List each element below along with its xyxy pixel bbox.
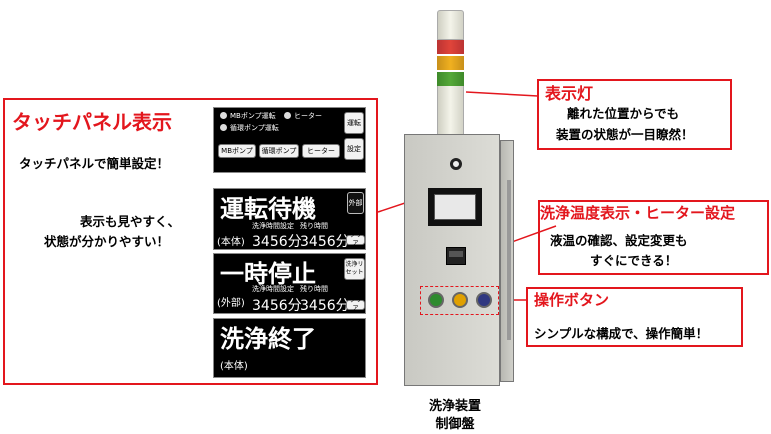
status-complete-tag: (本体) bbox=[220, 361, 248, 372]
value-remaining-time-2: 3456分 bbox=[300, 298, 350, 314]
radio-circ-pump bbox=[220, 124, 227, 131]
operation-buttons-frame bbox=[420, 286, 499, 315]
screen-paused: 一時停止 (外部) 洗浄時間設定 残り時間 3456分 3456分 洗浄リセット… bbox=[213, 253, 366, 314]
indicator-title: 表示灯 bbox=[545, 84, 594, 103]
external-button[interactable]: 外部 bbox=[347, 192, 364, 214]
signal-tower-top bbox=[437, 10, 464, 40]
value-cleaning-time-set-2: 3456分 bbox=[252, 298, 302, 314]
radio-heater bbox=[284, 112, 291, 119]
cabinet-touch-panel bbox=[428, 188, 482, 226]
temperature-line1: 液温の確認、設定変更も bbox=[550, 233, 688, 248]
signal-lamp-red bbox=[437, 40, 464, 54]
cabinet-hinge bbox=[507, 180, 511, 340]
indicator-line2: 装置の状態が一目瞭然！ bbox=[556, 127, 694, 142]
indicator-line1: 離れた位置からでも bbox=[567, 106, 680, 121]
touch-panel-desc2-line2: 状態が分かりやすい！ bbox=[44, 234, 170, 249]
status-standby: 運転待機 bbox=[220, 195, 316, 223]
signal-tower-pole bbox=[437, 86, 464, 134]
status-complete: 洗浄終了 bbox=[220, 325, 316, 353]
label-remaining-time-2: 残り時間 bbox=[300, 285, 328, 293]
value-remaining-time: 3456分 bbox=[300, 234, 350, 250]
operation-title: 操作ボタン bbox=[534, 291, 610, 309]
status-paused: 一時停止 bbox=[220, 260, 316, 288]
status-paused-tag: (外部) bbox=[217, 298, 245, 309]
operation-callout bbox=[526, 287, 743, 347]
temperature-controller bbox=[446, 247, 466, 265]
signal-lamp-green bbox=[437, 72, 464, 86]
heater-button[interactable]: ヒーター bbox=[302, 144, 340, 158]
clear-button-2[interactable]: クリア bbox=[346, 297, 365, 312]
operation-line1: シンプルな構成で、操作簡単！ bbox=[534, 326, 709, 341]
clear-button[interactable]: クリア bbox=[346, 232, 365, 247]
temperature-title: 洗浄温度表示・ヒーター設定 bbox=[540, 204, 736, 222]
label-cleaning-time-set-2: 洗浄時間設定 bbox=[252, 285, 294, 293]
indicator-connector bbox=[465, 91, 539, 97]
touch-panel-desc1: タッチパネルで簡単設定！ bbox=[19, 156, 170, 171]
radio-heater-label: ヒーター bbox=[294, 112, 322, 120]
cleaning-reset-button[interactable]: 洗浄リセット bbox=[344, 258, 365, 280]
key-hole-icon bbox=[450, 158, 462, 170]
touch-panel-title: タッチパネル表示 bbox=[12, 110, 172, 134]
cabinet-button-blue bbox=[476, 292, 492, 308]
screen-complete: 洗浄終了 (本体) bbox=[213, 318, 366, 378]
radio-mb-pump-label: MBポンプ運転 bbox=[230, 112, 276, 120]
cabinet-button-green bbox=[428, 292, 444, 308]
touch-panel-callout bbox=[3, 98, 378, 385]
cabinet-caption-line2: 制御盤 bbox=[435, 417, 475, 432]
value-cleaning-time-set: 3456分 bbox=[252, 234, 302, 250]
screen-standby: 運転待機 (本体) 洗浄時間設定 残り時間 3456分 3456分 外部 クリア bbox=[213, 188, 366, 250]
screen-control: MBポンプ運転 ヒーター 循環ポンプ運転 運転 設定 MBポンプ 循環ポンプ ヒ… bbox=[213, 107, 366, 173]
run-button[interactable]: 運転 bbox=[344, 112, 364, 134]
touch-panel-desc2-line1: 表示も見やすく、 bbox=[80, 214, 181, 229]
cabinet-button-yellow bbox=[452, 292, 468, 308]
status-standby-tag: (本体) bbox=[217, 237, 245, 248]
settings-button[interactable]: 設定 bbox=[344, 138, 364, 160]
radio-mb-pump bbox=[220, 112, 227, 119]
circ-pump-button[interactable]: 循環ポンプ bbox=[259, 144, 299, 158]
label-cleaning-time-set: 洗浄時間設定 bbox=[252, 222, 294, 230]
mb-pump-button[interactable]: MBポンプ bbox=[218, 144, 256, 158]
indicator-callout bbox=[537, 79, 732, 150]
temperature-line2: すぐにできる！ bbox=[590, 253, 678, 268]
radio-circ-pump-label: 循環ポンプ運転 bbox=[230, 124, 279, 132]
label-remaining-time: 残り時間 bbox=[300, 222, 328, 230]
signal-lamp-yellow bbox=[437, 56, 464, 70]
cabinet-caption-line1: 洗浄装置 bbox=[428, 399, 481, 414]
temperature-callout bbox=[538, 200, 769, 275]
